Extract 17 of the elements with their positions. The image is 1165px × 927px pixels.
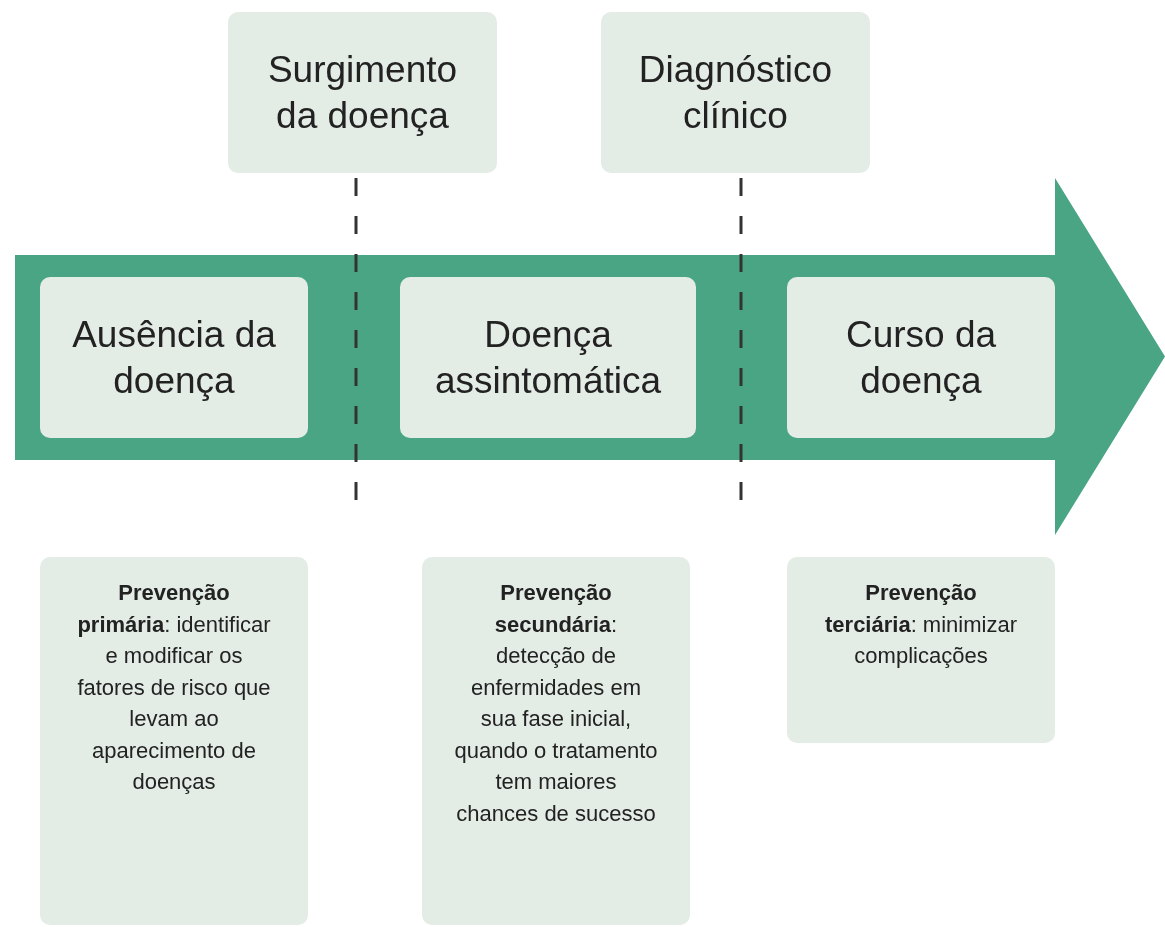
prevention-card bbox=[40, 557, 308, 925]
prevention-card bbox=[422, 557, 690, 925]
prevention-card bbox=[787, 557, 1055, 743]
event-box bbox=[228, 12, 497, 173]
prevention-text: Prevenção secundária: detecção de enfermidades em sua fase inicial, quando o tratamento tem maiores chances de sucesso bbox=[454, 579, 658, 828]
stage-box bbox=[787, 277, 1055, 438]
stage-box bbox=[40, 277, 308, 438]
prevention-text: Prevenção primária: identificar e modificar os fatores de risco que levam ao aparecimento de doenças bbox=[76, 579, 272, 796]
stage-label: Curso da doença bbox=[844, 312, 998, 403]
stage-label: Diagnóstico clínico bbox=[637, 47, 834, 138]
stage-box bbox=[400, 277, 696, 438]
event-box bbox=[601, 12, 870, 173]
stage-label: Surgimento da doença bbox=[266, 47, 459, 138]
stage-label: Ausência da doença bbox=[71, 312, 277, 403]
stage-label: Doença assintomática bbox=[433, 312, 663, 403]
prevention-text: Prevenção terciária: minimizar complicações bbox=[824, 579, 1018, 670]
timeline-arrow bbox=[15, 178, 1165, 535]
